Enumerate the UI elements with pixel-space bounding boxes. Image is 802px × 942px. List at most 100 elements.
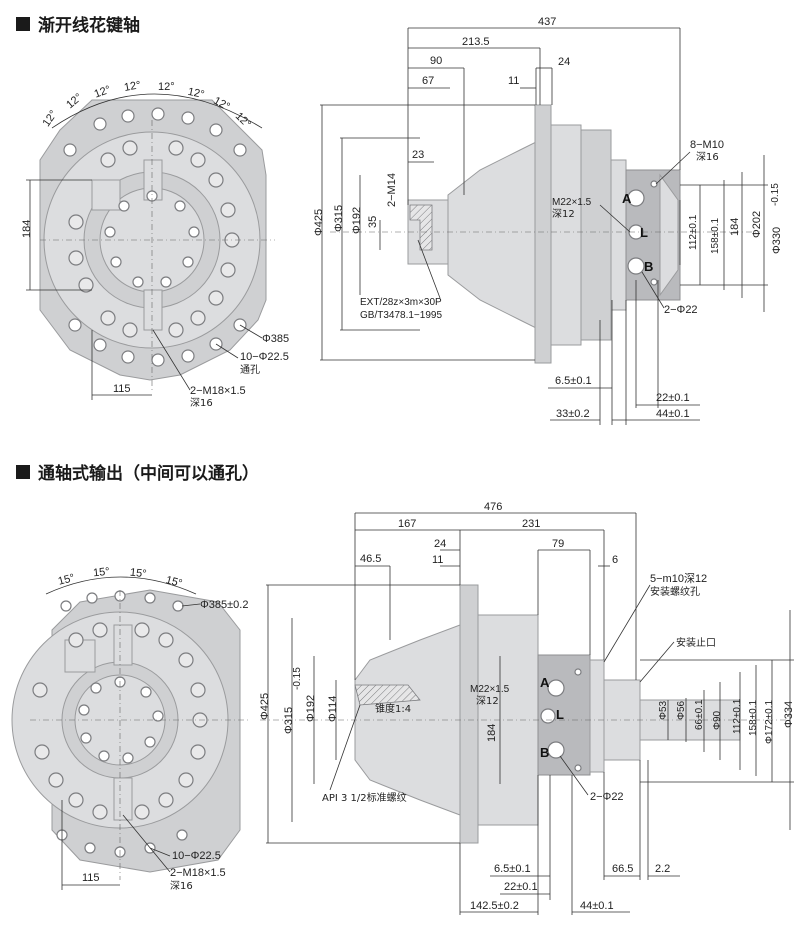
dim-115-2: 115 <box>82 872 100 884</box>
label-holes-2: 10−Φ22.5 <box>172 850 221 862</box>
side-view-2: 476 167 231 46.5 24 11 79 6 Φ425 Φ315 -0… <box>259 501 795 915</box>
dim-90: 90 <box>430 55 442 67</box>
dim-213-5: 213.5 <box>462 36 490 48</box>
dim-112: 112±0.1 <box>688 214 699 250</box>
mounting-hole <box>121 109 135 123</box>
mounting-flange <box>534 104 552 364</box>
label-api: API 3 1/2标准螺纹 <box>322 791 407 804</box>
dim-184: 184 <box>21 220 33 238</box>
angle-label: 12° <box>158 81 175 93</box>
angle-label: 15° <box>164 574 183 590</box>
inner-holes-1 <box>104 190 200 288</box>
front-key-bottom <box>143 289 163 331</box>
dim-112-2: 112±0.1 <box>732 698 743 734</box>
label-stop: 安装止口 <box>676 636 716 649</box>
label-thread: 2−M18×1.5 <box>190 385 246 397</box>
dim-phi330: Φ330 <box>771 227 783 254</box>
section1-title: 渐开线花键轴 <box>38 16 140 36</box>
mounting-hole <box>151 353 165 367</box>
dim-phi425: Φ425 <box>313 209 325 236</box>
mounting-hole <box>151 107 165 121</box>
port-l-label-2: L <box>556 707 564 722</box>
dim-35: 35 <box>367 216 379 228</box>
label-phi22-2: 2−Φ22 <box>590 791 624 803</box>
port-b-icon <box>547 741 565 759</box>
dim-phi53: Φ53 <box>658 700 669 720</box>
angle-label: 12° <box>123 79 141 94</box>
bolt-holes-2 <box>32 622 208 820</box>
tol-phi315: -0.15 <box>292 667 303 690</box>
port-b-label-2: B <box>540 745 549 760</box>
dim-phi90: Φ90 <box>712 710 723 730</box>
mounting-hole <box>233 143 247 157</box>
mounting-hole <box>209 123 223 137</box>
label-m22-note-2: 深12 <box>476 695 499 707</box>
section2-header: 通轴式输出（中间可以通孔） <box>16 459 259 484</box>
port-l-label: L <box>640 225 648 240</box>
label-m22: M22×1.5 <box>552 197 592 208</box>
dim-158-2: 158±0.1 <box>748 699 759 736</box>
dim-67: 67 <box>422 75 434 87</box>
dim-phi425-2: Φ425 <box>259 693 271 720</box>
label-holes-note: 通孔 <box>240 364 260 376</box>
dim-22: 22±0.1 <box>656 392 690 404</box>
label-m10: 8−M10 <box>690 139 724 151</box>
port-a-icon <box>627 189 645 207</box>
dim-24-2: 24 <box>434 538 446 550</box>
dim-phi202: Φ202 <box>751 211 763 238</box>
taper-section <box>354 684 421 706</box>
label-m10-note-2: 安装螺纹孔 <box>650 585 700 598</box>
dim-6: 6 <box>612 554 618 566</box>
dim-phi172: Φ172±0.1 <box>764 700 775 744</box>
label-phi22: 2−Φ22 <box>664 304 698 316</box>
dim-44: 44±0.1 <box>656 408 690 420</box>
port-l-icon <box>540 708 556 724</box>
dim-437: 437 <box>538 16 556 28</box>
front-view-2: 15° 15° 15° 15° Φ385±0.2 115 10−Φ22.5 2−… <box>11 566 250 892</box>
port-cap-2 <box>589 659 605 773</box>
shaft-section <box>409 204 433 251</box>
dim-23: 23 <box>412 149 424 161</box>
port-a-label-2: A <box>540 675 550 690</box>
dim-66: 66±0.1 <box>694 699 705 730</box>
angle-label: 12° <box>187 86 206 101</box>
front-view-1: 12° 12° 12° 12° 12° 12° 12° 12° 184 115 … <box>21 79 289 409</box>
label-thread-2: 2−M18×1.5 <box>170 867 226 879</box>
motor-housing <box>580 129 612 341</box>
section2-title: 通轴式输出（中间可以通孔） <box>38 464 259 484</box>
mounting-hole <box>68 318 82 332</box>
dim-2-2: 2.2 <box>655 863 670 875</box>
tol-phi330: -0.15 <box>770 183 781 206</box>
dim-phi315-2: Φ315 <box>283 707 295 734</box>
dim-167: 167 <box>398 518 416 530</box>
mounting-hole <box>181 349 195 363</box>
dim-11: 11 <box>508 75 519 87</box>
label-pcd: Φ385 <box>262 333 289 345</box>
label-pcd-2: Φ385±0.2 <box>200 599 248 611</box>
label-m10-2: 5−m10深12 <box>650 572 707 585</box>
label-m22-note: 深12 <box>552 208 575 220</box>
inner-holes-2 <box>78 676 164 764</box>
port-b-label: B <box>644 259 653 274</box>
label-m10-note: 深16 <box>696 151 719 163</box>
dim-44-2: 44±0.1 <box>580 900 614 912</box>
valve-plate <box>610 159 627 311</box>
side-view-1: 437 213.5 90 67 11 24 23 2−M14 35 Φ425 Φ… <box>313 16 783 425</box>
dim-231: 231 <box>522 518 540 530</box>
mounting-hole <box>63 143 77 157</box>
mounting-hole <box>181 111 195 125</box>
label-holes: 10−Φ22.5 <box>240 351 289 363</box>
angle-label: 15° <box>129 567 147 581</box>
front2-key-bottom <box>113 777 133 821</box>
dim-476: 476 <box>484 501 502 513</box>
dim-11-2: 11 <box>432 554 443 566</box>
dim-phi192: Φ192 <box>351 207 363 234</box>
dim-33: 33±0.2 <box>556 408 590 420</box>
bullet-square-icon <box>16 464 30 479</box>
dim-24: 24 <box>558 56 570 68</box>
dim-158: 158±0.1 <box>710 217 721 254</box>
dim-115: 115 <box>113 383 131 395</box>
dim-phi315: Φ315 <box>333 205 345 232</box>
mounting-hole <box>121 350 135 364</box>
